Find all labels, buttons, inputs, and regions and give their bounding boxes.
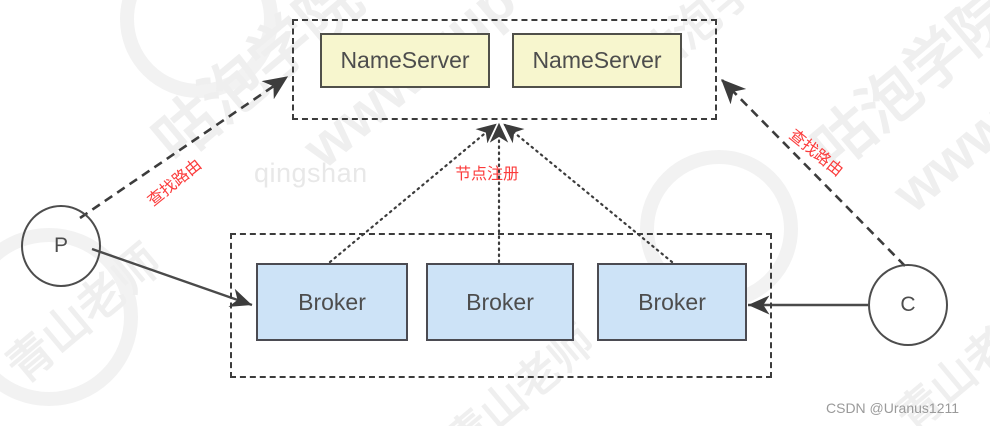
nameserver-box-1[interactable]: NameServer — [320, 33, 490, 88]
nameserver-label-2: NameServer — [532, 47, 662, 73]
edge-label-broker-register: 节点注册 — [455, 164, 520, 183]
edge-producer-lookup — [79, 75, 289, 220]
broker-group — [230, 233, 772, 378]
edge-register-broker1 — [328, 123, 497, 264]
edge-register-broker3 — [503, 123, 674, 264]
broker-label-3: Broker — [638, 288, 706, 315]
nameserver-group — [292, 19, 717, 120]
broker-box-2[interactable]: Broker — [426, 263, 574, 341]
producer-label: P — [53, 234, 68, 257]
edge-consumer-lookup — [721, 79, 906, 267]
nameserver-box-2[interactable]: NameServer — [512, 33, 682, 88]
broker-label-1: Broker — [298, 288, 366, 315]
producer-node[interactable]: P — [21, 205, 101, 287]
consumer-node[interactable]: C — [868, 264, 948, 346]
broker-label-2: Broker — [466, 288, 534, 315]
credit-watermark: CSDN @Uranus1211 — [826, 400, 960, 416]
broker-box-3[interactable]: Broker — [597, 263, 747, 341]
edge-producer-send — [91, 247, 253, 307]
nameserver-label-1: NameServer — [340, 47, 470, 73]
broker-box-1[interactable]: Broker — [256, 263, 408, 341]
consumer-label: C — [900, 293, 916, 316]
